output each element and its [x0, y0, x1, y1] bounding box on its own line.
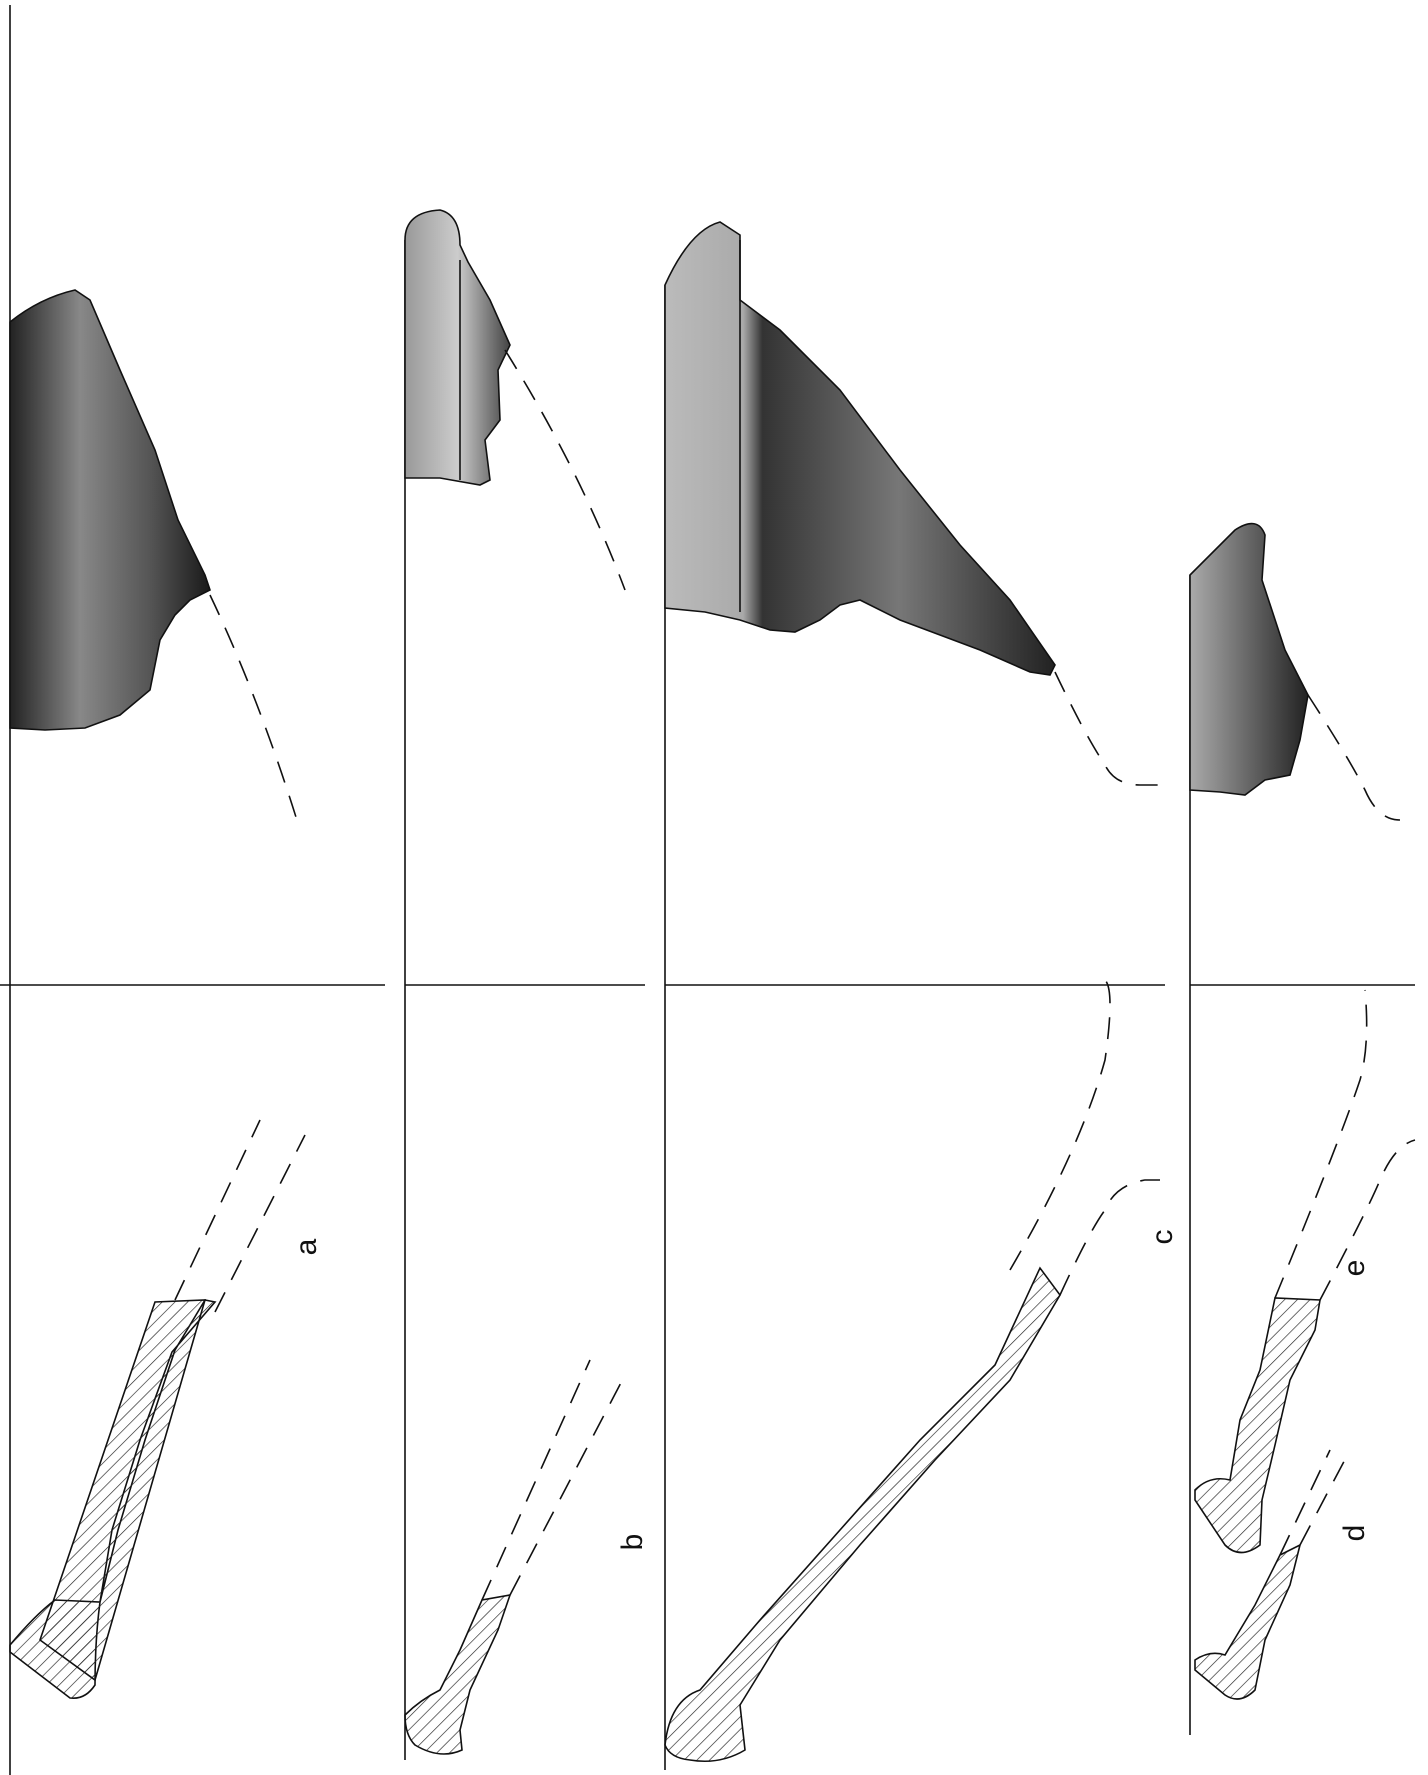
fragment-b [404, 209, 645, 1760]
fragment-a [0, 5, 385, 1775]
fragment-b-label: b [616, 1533, 649, 1551]
fragment-b-profile-dash [504, 349, 626, 591]
fragment-a-profile-dash [209, 594, 301, 831]
fragment-b-outer-dash [509, 1374, 626, 1596]
fragment-d-inner-dash [1279, 1449, 1331, 1556]
fragment-e-profile-dash [1307, 694, 1401, 821]
fragment-a-section-wall [39, 1299, 207, 1682]
fragment-d-outer-dash [1299, 1449, 1351, 1546]
fragment-c [664, 221, 1165, 1770]
fragment-e-outer-dash [1319, 1139, 1416, 1301]
fragment-d-section [1194, 1543, 1302, 1700]
fragment-c-inner-dash [1009, 979, 1111, 1271]
fragment-c-exterior-view [664, 221, 1056, 676]
fragment-c-section [664, 1266, 1061, 1763]
fragment-a-outer-dash [214, 1134, 306, 1313]
fragment-c-profile-dash [1054, 671, 1160, 786]
fragment-de [1189, 522, 1416, 1735]
fragment-e-inner-dash [1274, 989, 1368, 1299]
fragment-c-outer-dash [1059, 1179, 1160, 1296]
fragment-b-exterior-view [404, 209, 511, 486]
fragment-b-inner-dash [481, 1359, 591, 1601]
fragment-e-exterior-view [1189, 522, 1309, 796]
fragment-e-section [1194, 1297, 1321, 1554]
fragment-a-exterior-view [9, 289, 211, 731]
fragment-b-section [404, 1593, 512, 1755]
fragment-d-label: d [1338, 1524, 1371, 1542]
fragment-e-label: e [1338, 1259, 1371, 1277]
fragment-a-label: a [290, 1238, 323, 1256]
fragment-c-label: c [1146, 1229, 1179, 1245]
fragment-a-inner-dash [174, 1119, 261, 1301]
